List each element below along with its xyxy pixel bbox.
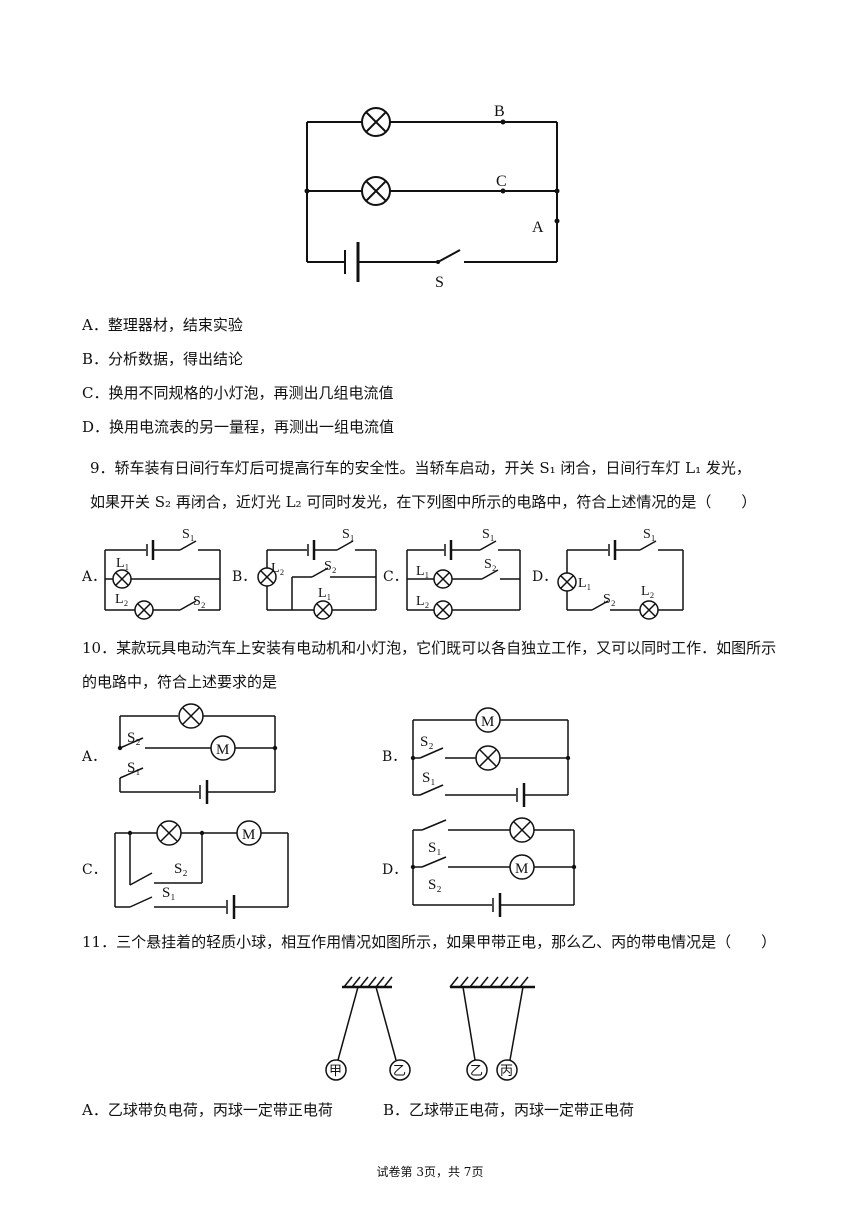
- q10a-s2-label: S₂: [127, 730, 141, 746]
- ball-yi-left-label: 乙: [393, 1063, 406, 1078]
- q9d-s1-label: S₁: [643, 527, 656, 542]
- q10-option-c-letter: C．: [82, 862, 107, 878]
- q10b-s1-label: S₁: [422, 770, 436, 786]
- q9a-s1-label: S₁: [182, 527, 195, 542]
- q11-stem: 11．三个悬挂着的轻质小球，相互作用情况如图所示，如果甲带正电，那么乙、丙的带电…: [82, 933, 777, 951]
- ball-yi-right-label: 乙: [470, 1063, 483, 1078]
- q9c-l2-label: L₂: [416, 594, 430, 609]
- q9-circuit-b: S₁ L₂ S₂ L₁: [257, 527, 377, 620]
- q9a-s2-label: S₂: [193, 594, 206, 609]
- point-a-label: A: [532, 219, 544, 236]
- q9-option-c-letter: C．: [383, 569, 408, 585]
- q9c-s1-label: S₁: [482, 527, 495, 542]
- q10-option-a-letter: A．: [82, 749, 107, 765]
- q9b-l1-label: L₁: [318, 586, 331, 601]
- q10d-motor-label: M: [515, 861, 528, 877]
- q9d-s2-label: S₂: [603, 592, 616, 607]
- q9c-l1-label: L₁: [416, 564, 429, 579]
- q10d-s1-label: S₁: [428, 840, 442, 856]
- q9-stem-line2: 如果开关 S₂ 再闭合，近灯光 L₂ 可同时发光，在下列图中所示的电路中，符合上…: [90, 493, 757, 511]
- q10c-s2-label: S₂: [174, 861, 188, 877]
- q10-stem-line2: 的电路中，符合上述要求的是: [82, 673, 278, 691]
- q10-option-d-letter: D．: [382, 862, 408, 878]
- q9b-s2-label: S₂: [324, 559, 337, 574]
- q10c-motor-label: M: [242, 827, 255, 843]
- q8-option-a: A．整理器材，结束实验: [82, 316, 243, 334]
- q9-circuit-c: S₁ L₁ S₂ L₂: [406, 527, 521, 620]
- q10-circuit-a: M S₂ S₁: [117, 703, 278, 804]
- q9-circuit-d: S₁ L₁ S₂ L₂: [557, 527, 684, 620]
- q9b-s1-label: S₁: [342, 527, 355, 542]
- q9-option-a-letter: A．: [82, 569, 107, 585]
- point-b-label: B: [494, 103, 505, 120]
- q9c-s2-label: S₂: [484, 557, 497, 572]
- q10-stem-line1: 10．某款玩具电动汽车上安装有电动机和小灯泡，它们既可以各自独立工作，又可以同时…: [82, 639, 777, 657]
- q9-option-d-letter: D．: [532, 569, 558, 585]
- q11-option-b: B．乙球带正电荷，丙球一定带正电荷: [383, 1101, 635, 1119]
- q10c-s1-label: S₁: [162, 885, 176, 901]
- q10a-s1-label: S₁: [127, 760, 141, 776]
- q9a-l1-label: L₁: [116, 556, 129, 571]
- switch-s-label: S: [435, 274, 444, 291]
- q10-option-b-letter: B．: [382, 749, 407, 765]
- ball-jia-label: 甲: [329, 1063, 342, 1078]
- q9a-l2-label: L₂: [115, 592, 129, 607]
- q9-option-b-letter: B．: [232, 569, 257, 585]
- q10-circuit-c: M S₂ S₁: [114, 820, 289, 919]
- q11-option-a: A．乙球带负电荷，丙球一定带正电荷: [82, 1101, 333, 1119]
- q10-circuit-b: M S₂ S₁: [410, 707, 571, 807]
- q8-option-d: D．换用电流表的另一量程，再测出一组电流值: [82, 418, 395, 436]
- q9-stem-line1: 9．轿车装有日间行车灯后可提高行车的安全性。当轿车启动，开关 S₁ 闭合，日间行…: [90, 459, 751, 477]
- q11-suspended-balls-diagram: 甲 乙 乙 丙: [325, 976, 535, 1081]
- q10b-motor-label: M: [481, 714, 494, 730]
- q8-option-c: C．换用不同规格的小灯泡，再测出几组电流值: [82, 384, 394, 402]
- page-footer: 试卷第 3页，共 7页: [376, 1165, 484, 1179]
- q9d-l2-label: L₂: [641, 584, 655, 599]
- q10d-s2-label: S₂: [428, 877, 442, 893]
- q9d-l1-label: L₁: [578, 576, 591, 591]
- ball-bing-label: 丙: [500, 1063, 513, 1078]
- q9-circuit-a: S₁ L₁ L₂ S₂: [104, 527, 221, 620]
- top-circuit-diagram: B C A S: [304, 103, 560, 291]
- q10a-motor-label: M: [216, 742, 229, 758]
- q9b-l2-label: L₂: [271, 561, 285, 576]
- q10-circuit-d: S₁ M S₂: [410, 817, 577, 917]
- q8-option-b: B．分析数据，得出结论: [82, 350, 244, 368]
- q10b-s2-label: S₂: [420, 734, 434, 750]
- point-c-label: C: [496, 173, 507, 190]
